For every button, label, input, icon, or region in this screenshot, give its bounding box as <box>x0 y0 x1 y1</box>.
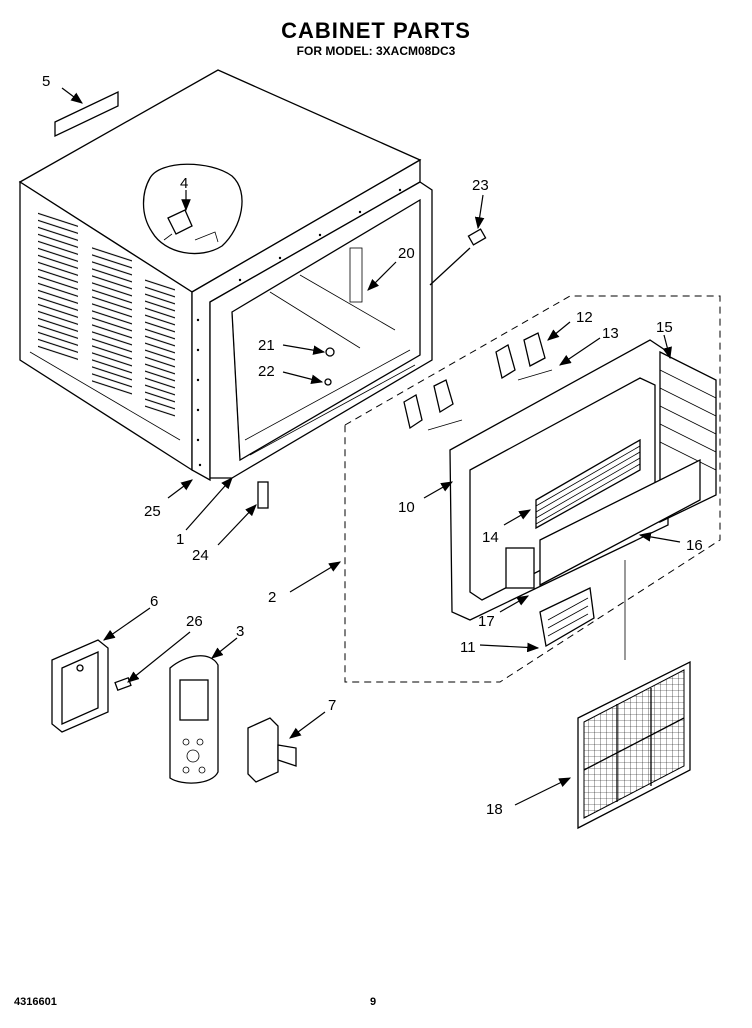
callout-12: 12 <box>576 309 593 326</box>
bracket-part-7 <box>247 717 297 783</box>
callout-15: 15 <box>656 319 673 336</box>
cabinet-wrapper <box>18 69 422 482</box>
callout-22: 22 <box>258 363 275 380</box>
callout-16: 16 <box>686 537 703 554</box>
callout-2: 2 <box>268 589 276 606</box>
callout-14: 14 <box>482 529 499 546</box>
model-subtitle: FOR MODEL: 3XACM08DC3 <box>296 44 456 58</box>
callout-13: 13 <box>602 325 619 342</box>
front-panel-assembly-boundary <box>344 295 721 683</box>
callout-4: 4 <box>180 175 188 192</box>
callout-21: 21 <box>258 337 275 354</box>
callout-3: 3 <box>236 623 244 640</box>
fastener-part-21 <box>325 347 335 357</box>
clip-part-24 <box>257 481 269 509</box>
screw-part-23 <box>429 228 487 286</box>
callout-17: 17 <box>478 613 495 630</box>
callout-26: 26 <box>186 613 203 630</box>
callout-25: 25 <box>144 503 161 520</box>
callout-20: 20 <box>398 245 415 262</box>
bracket-part-6 <box>51 639 109 733</box>
front-panel-part-10 <box>449 339 717 621</box>
damper-part-11 <box>539 587 595 648</box>
remote-control-part-3 <box>169 655 219 784</box>
chassis-frame <box>209 181 433 479</box>
callout-7: 7 <box>328 697 336 714</box>
cutout-detail-part-4 <box>142 163 243 255</box>
callout-18: 18 <box>486 801 503 818</box>
callout-23: 23 <box>472 177 489 194</box>
page-number: 9 <box>370 996 377 1008</box>
callout-1: 1 <box>176 531 184 548</box>
callout-6: 6 <box>150 593 158 610</box>
document-number: 4316601 <box>14 996 57 1008</box>
screw-part-26 <box>114 677 132 691</box>
callout-labels: 5 4 23 20 21 22 12 13 15 10 14 16 17 11 … <box>42 73 703 818</box>
callout-11: 11 <box>460 639 476 656</box>
fastener-part-22 <box>324 378 332 386</box>
air-filter-part-18 <box>577 560 691 830</box>
leader-arrows <box>61 87 681 806</box>
callout-24: 24 <box>192 547 209 564</box>
callout-5: 5 <box>42 73 50 90</box>
callout-10: 10 <box>398 499 415 516</box>
page-title: CABINET PARTS <box>281 18 471 43</box>
clips-part-12 <box>403 332 553 431</box>
label-part-5 <box>54 90 119 138</box>
